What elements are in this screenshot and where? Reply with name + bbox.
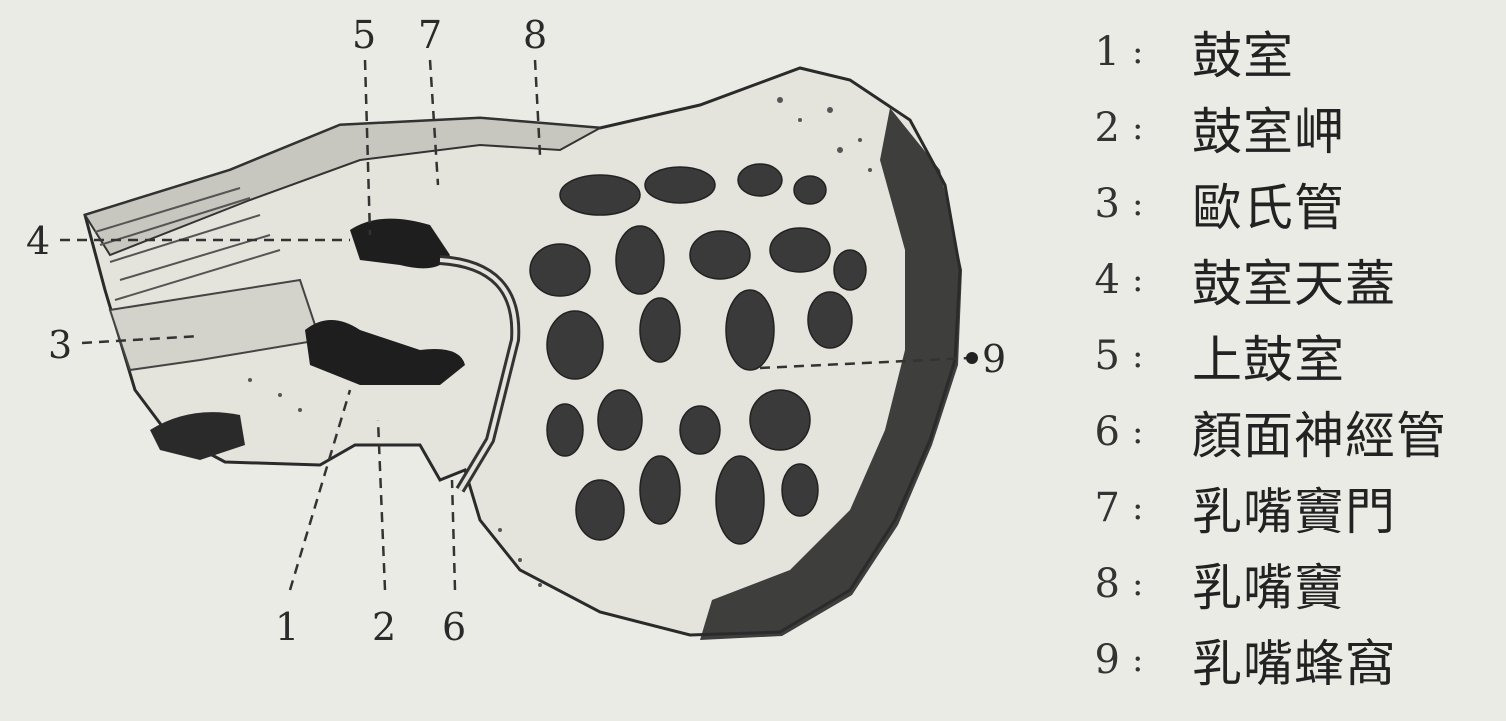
legend-separator: :: [1120, 184, 1192, 224]
legend-separator: :: [1120, 488, 1192, 528]
legend-number: 2: [1080, 105, 1120, 151]
legend-number: 3: [1080, 181, 1120, 227]
legend-term: 顏面神經管: [1192, 396, 1447, 468]
legend-separator: :: [1120, 640, 1192, 680]
legend-separator: :: [1120, 260, 1192, 300]
callout-3: 3: [48, 326, 72, 364]
legend-separator: :: [1120, 412, 1192, 452]
callout-7: 7: [418, 16, 442, 54]
legend-term: 乳嘴竇: [1192, 548, 1345, 620]
callout-1: 1: [275, 608, 299, 646]
legend-term: 鼓室岬: [1192, 92, 1345, 164]
legend-row: 8 : 乳嘴竇: [1080, 546, 1500, 622]
legend-separator: :: [1120, 336, 1192, 376]
legend-row: 6 : 顏面神經管: [1080, 394, 1500, 470]
legend-row: 4 : 鼓室天蓋: [1080, 242, 1500, 318]
legend-row: 7 : 乳嘴竇門: [1080, 470, 1500, 546]
callout-6: 6: [442, 608, 466, 646]
callout-2: 2: [372, 608, 396, 646]
legend-number: 6: [1080, 409, 1120, 455]
legend-number: 5: [1080, 333, 1120, 379]
legend-number: 7: [1080, 485, 1120, 531]
legend-term: 乳嘴竇門: [1192, 472, 1396, 544]
legend-term: 鼓室: [1192, 16, 1294, 88]
pointer-dot-9: [966, 352, 978, 364]
legend-term: 乳嘴蜂窩: [1192, 624, 1396, 696]
legend-number: 4: [1080, 257, 1120, 303]
legend-term: 上鼓室: [1192, 320, 1345, 392]
callout-5: 5: [352, 16, 376, 54]
callout-9: 9: [982, 340, 1006, 378]
callout-4: 4: [26, 222, 50, 260]
callout-8: 8: [523, 16, 547, 54]
legend-number: 1: [1080, 29, 1120, 75]
legend-row: 5 : 上鼓室: [1080, 318, 1500, 394]
legend-row: 2 : 鼓室岬: [1080, 90, 1500, 166]
legend-separator: :: [1120, 108, 1192, 148]
legend-separator: :: [1120, 32, 1192, 72]
legend-row: 1 : 鼓室: [1080, 14, 1500, 90]
legend: 1 : 鼓室 2 : 鼓室岬 3 : 歐氏管 4 : 鼓室天蓋 5 : 上鼓室 …: [1080, 14, 1500, 698]
legend-number: 9: [1080, 637, 1120, 683]
legend-row: 3 : 歐氏管: [1080, 166, 1500, 242]
legend-number: 8: [1080, 561, 1120, 607]
legend-term: 鼓室天蓋: [1192, 244, 1396, 316]
legend-separator: :: [1120, 564, 1192, 604]
legend-term: 歐氏管: [1192, 168, 1345, 240]
temporal-bone-section-figure: 5 7 8 4 3 9 1 2 6: [0, 0, 1040, 717]
legend-row: 9 : 乳嘴蜂窩: [1080, 622, 1500, 698]
temporal-bone-drawing: [0, 0, 1040, 717]
